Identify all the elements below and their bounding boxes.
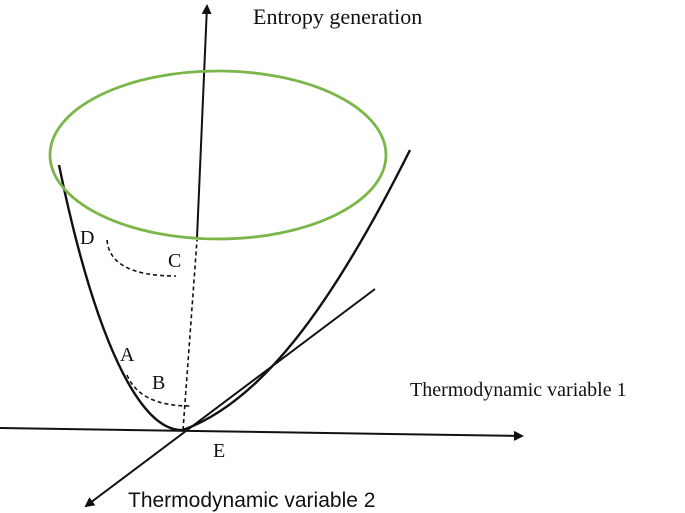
path-d-to-c (106, 239, 177, 277)
surface-right-profile (182, 149, 412, 432)
x-axis-line (0, 427, 524, 441)
path-a-to-b (126, 374, 191, 407)
y-axis-hidden-segment (182, 239, 198, 431)
point-label-c: C (168, 250, 181, 272)
y-axis-line (196, 4, 212, 239)
y-axis-label: Entropy generation (253, 4, 422, 29)
point-label-b: B (152, 372, 165, 394)
z-axis-line (84, 288, 376, 508)
surface-left-profile (57, 164, 184, 432)
point-label-e: E (213, 440, 225, 462)
surface-rim-ellipse (48, 69, 388, 241)
point-label-a: A (120, 344, 135, 366)
point-label-d: D (80, 227, 94, 249)
z-axis-label: Thermodynamic variable 2 (128, 489, 375, 512)
x-axis-label: Thermodynamic variable 1 (410, 379, 627, 401)
